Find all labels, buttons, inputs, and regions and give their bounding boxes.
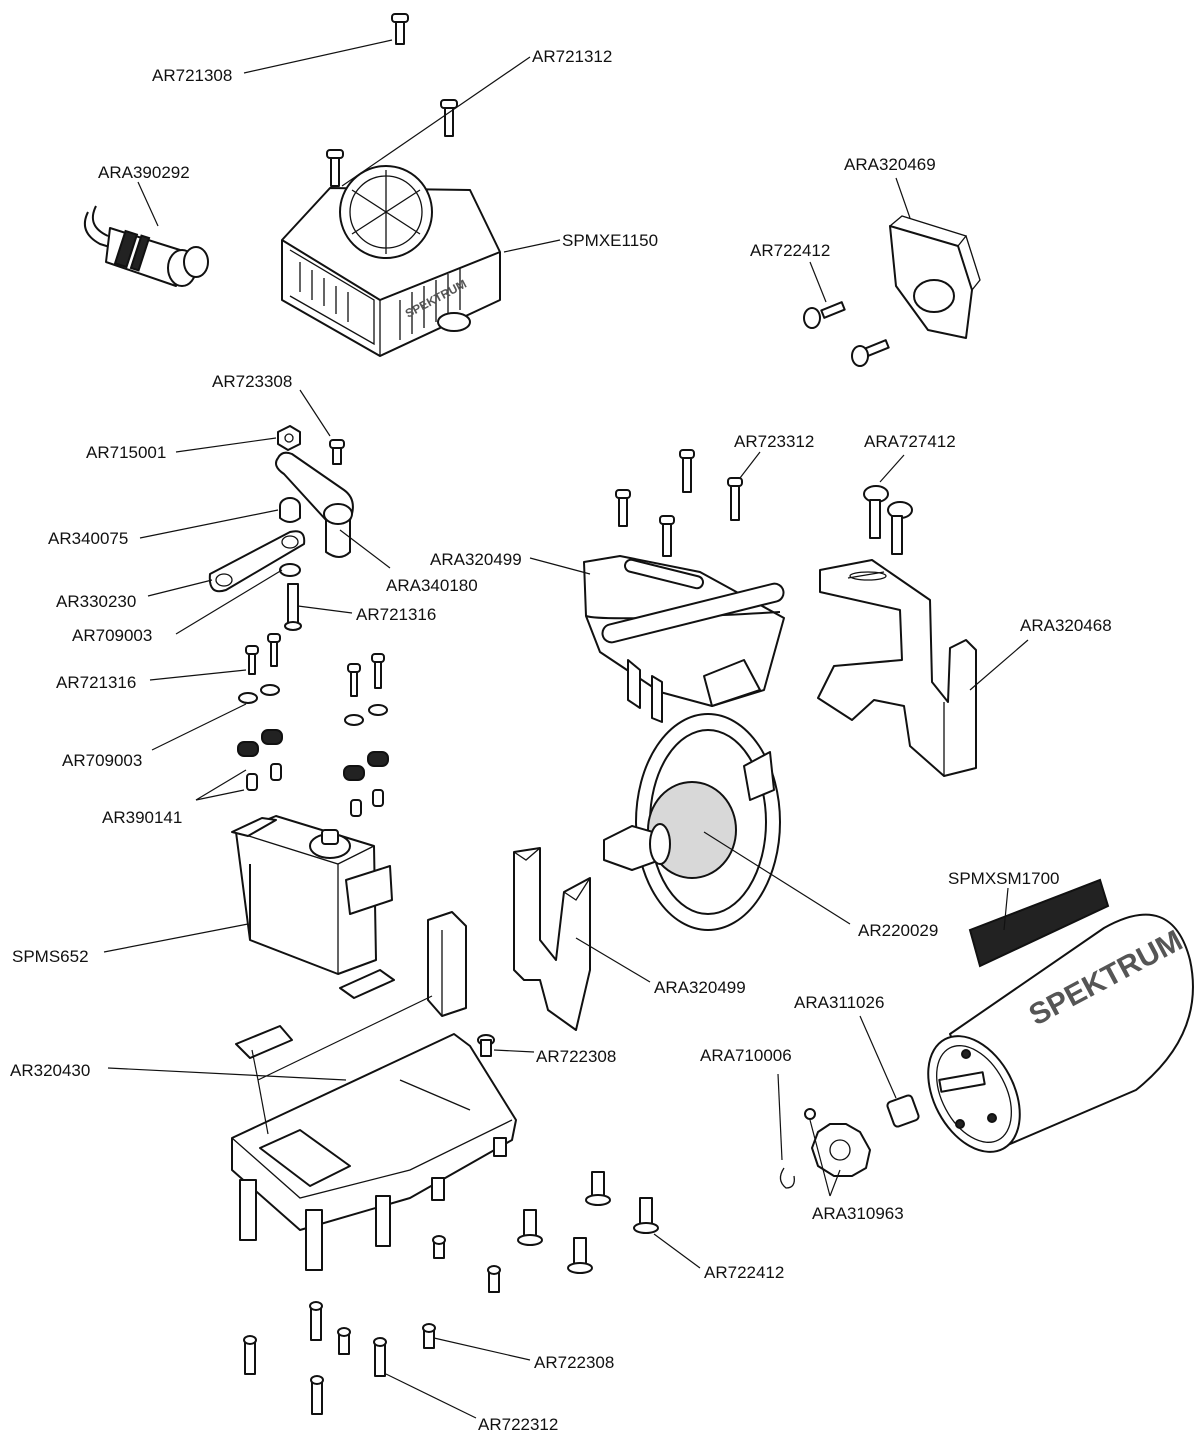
callout-labels: AR721308 AR721312 ARA390292 SPMXE1150 AR… — [10, 47, 1112, 1434]
callout-ar709003-lower: AR709003 — [62, 751, 142, 770]
callout-ara727412: ARA727412 — [864, 432, 956, 451]
screws-ara727412 — [863, 485, 913, 555]
bottom-screws-group — [243, 1171, 659, 1415]
chassis-plate — [231, 1033, 517, 1271]
callout-ar722412-bottom: AR722412 — [704, 1263, 784, 1282]
callout-spms652: SPMS652 — [12, 947, 89, 966]
screw-ar722308-upper — [477, 1034, 495, 1057]
callout-ara320499-top: ARA320499 — [430, 550, 522, 569]
servo-unit — [231, 815, 393, 975]
pinion-and-clips — [779, 1094, 920, 1189]
callout-ara311026: ARA311026 — [794, 993, 884, 1012]
servo-mount-hardware-left — [237, 633, 283, 791]
callout-ar390141: AR390141 — [102, 808, 182, 827]
callout-ar220029: AR220029 — [858, 921, 938, 940]
servo-linkage-parts — [208, 425, 354, 631]
callout-ar722412-top: AR722412 — [750, 241, 830, 260]
callout-ar721312: AR721312 — [532, 47, 612, 66]
servo-post — [427, 911, 467, 1017]
callout-ara340180: ARA340180 — [386, 576, 478, 595]
motor-unit: SPEKTRUM — [927, 878, 1194, 1153]
callout-ar320430: AR320430 — [10, 1061, 90, 1080]
motor-mount-top — [889, 215, 981, 339]
callout-spmxe1150: SPMXE1150 — [562, 231, 658, 250]
callout-ar721316-upper: AR721316 — [356, 605, 436, 624]
differential-assembly — [603, 713, 781, 931]
callout-ar340075: AR340075 — [48, 529, 128, 548]
esc-unit: SPEKTRUM — [281, 165, 501, 357]
screws-ar722412-top — [803, 301, 890, 367]
callout-ar722312: AR722312 — [478, 1415, 558, 1434]
callout-ara320499-lower: ARA320499 — [654, 978, 746, 997]
battery-connector — [84, 205, 209, 287]
callout-ar723312: AR723312 — [734, 432, 814, 451]
screw-ar721308 — [391, 13, 409, 45]
servo-mount-hardware-right — [343, 653, 389, 817]
callout-ara390292: ARA390292 — [98, 163, 190, 182]
callout-ar722308-upper: AR722308 — [536, 1047, 616, 1066]
callout-ar722308-lower: AR722308 — [534, 1353, 614, 1372]
callout-ar721308: AR721308 — [152, 66, 232, 85]
motor-mount-side — [817, 559, 977, 777]
callout-ar721316-lower: AR721316 — [56, 673, 136, 692]
diff-top-mount — [583, 555, 785, 723]
callout-ar723308: AR723308 — [212, 372, 292, 391]
leader-lines — [103, 39, 1029, 1419]
callout-spmxsm1700: SPMXSM1700 — [948, 869, 1060, 888]
callout-ara310963: ARA310963 — [812, 1204, 904, 1223]
diff-lower-mount — [513, 847, 591, 1031]
mounting-plates — [235, 969, 395, 1059]
callout-ar330230: AR330230 — [56, 592, 136, 611]
screws-ar721312 — [326, 99, 458, 187]
callout-ar709003-upper: AR709003 — [72, 626, 152, 645]
callout-ara320469: ARA320469 — [844, 155, 936, 174]
callout-ara320468: ARA320468 — [1020, 616, 1112, 635]
callout-ar715001: AR715001 — [86, 443, 166, 462]
screws-ar723312 — [615, 449, 743, 557]
callout-ara710006: ARA710006 — [700, 1046, 792, 1065]
